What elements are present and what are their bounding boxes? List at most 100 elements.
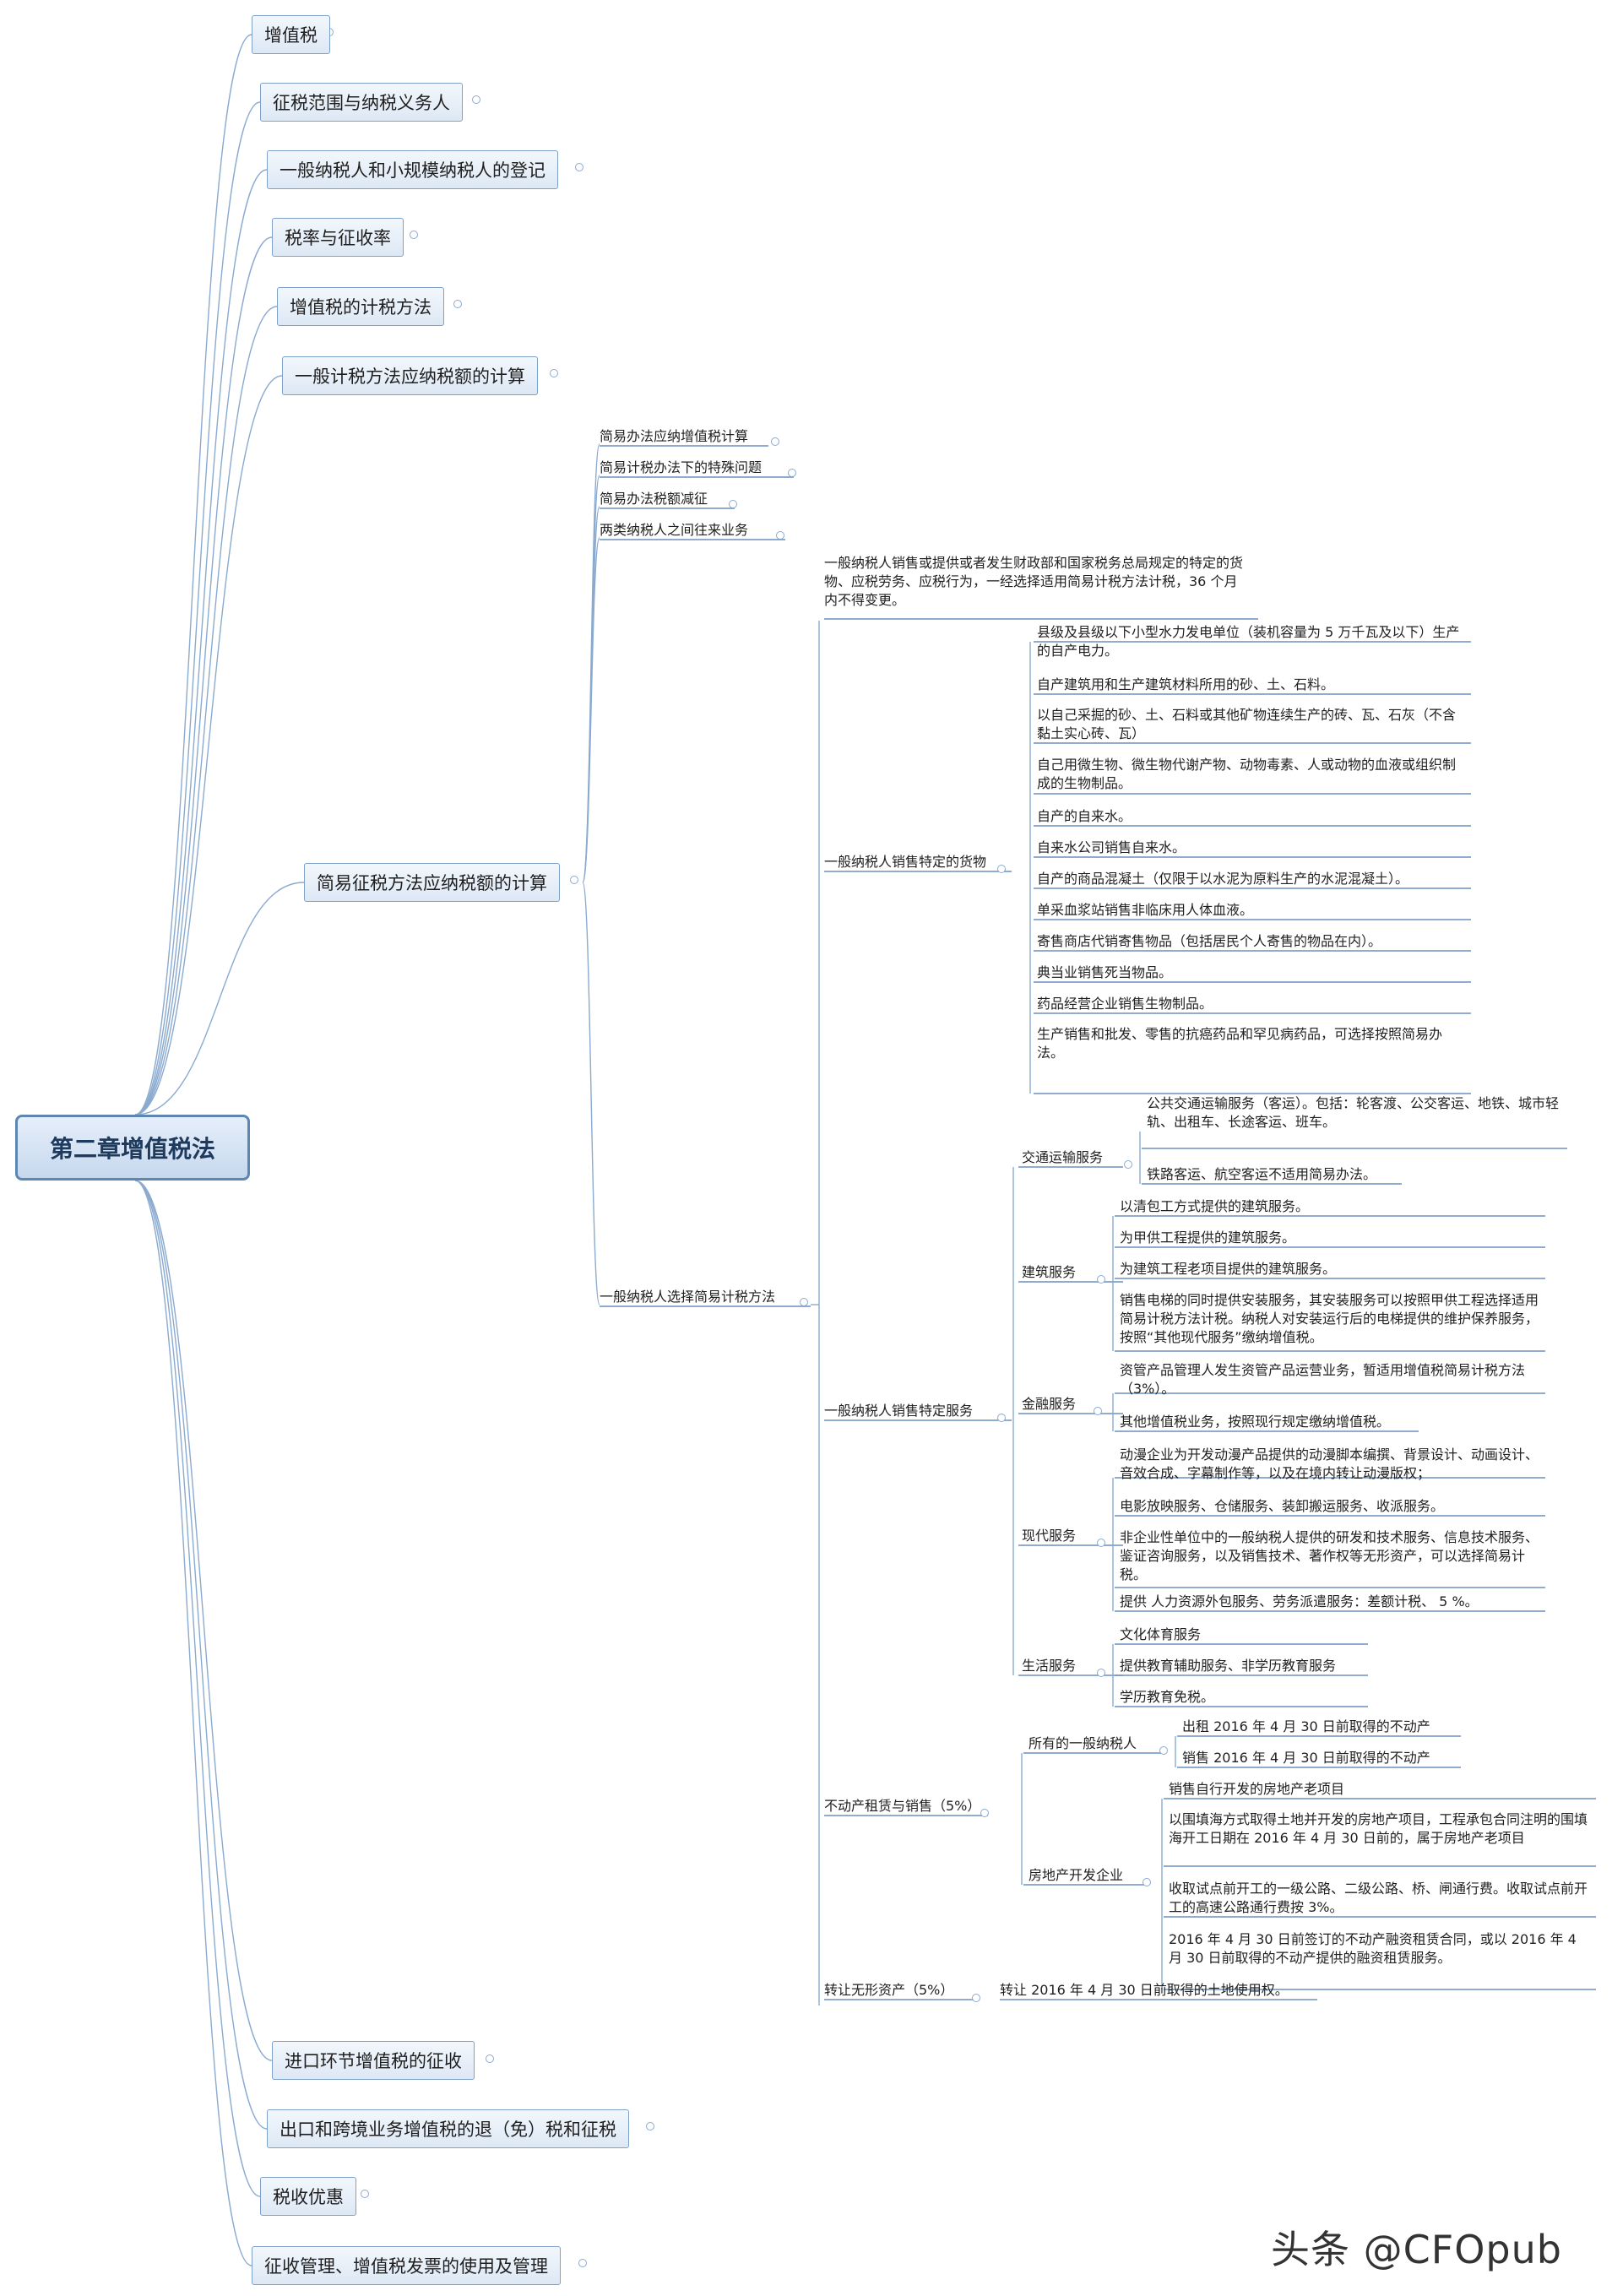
goods-item: 药品经营企业销售生物制品。	[1037, 996, 1213, 1012]
sub-special-issues[interactable]: 简易计税办法下的特殊问题	[600, 459, 763, 475]
root-link	[134, 34, 252, 1115]
collapse-toggle-icon	[1094, 1407, 1102, 1415]
service-item: 文化体育服务	[1120, 1626, 1202, 1642]
branch-intangible[interactable]: 转让无形资产（5%）	[824, 1982, 954, 1998]
topic-scope-taxpayer[interactable]: 征税范围与纳税义务人	[260, 83, 463, 122]
topic-registration[interactable]: 一般纳税人和小规模纳税人的登记	[267, 150, 558, 189]
l2-link	[582, 882, 600, 1305]
goods-item: 典当业销售死当物品。	[1037, 964, 1173, 980]
realestate-item: 收取试点前开工的一级公路、二级公路、桥、闸通行费。收取试点前开工的高速公路通行费…	[1169, 1881, 1588, 1915]
root-link	[134, 1180, 252, 2266]
service-item: 电影放映服务、仓储服务、装卸搬运服务、收派服务。	[1120, 1498, 1445, 1514]
collapse-toggle-icon	[486, 2054, 494, 2063]
realestate-group-all[interactable]: 所有的一般纳税人	[1029, 1735, 1137, 1751]
root-link	[134, 882, 305, 1115]
root-link	[134, 1180, 273, 2061]
collapse-toggle-icon	[550, 369, 558, 377]
collapse-toggle-icon	[1143, 1878, 1151, 1886]
realestate-item: 以围填海方式取得土地并开发的房地产项目，工程承包合同注明的围填海开工日期在 20…	[1169, 1811, 1588, 1846]
collapse-toggle-icon	[997, 1414, 1006, 1422]
service-item: 其他增值税业务，按照现行规定缴纳增值税。	[1120, 1414, 1391, 1430]
sub-two-taxpayers[interactable]: 两类纳税人之间往来业务	[600, 522, 749, 538]
sub-simple-calc[interactable]: 简易办法应纳增值税计算	[600, 428, 749, 444]
l2-link	[582, 537, 600, 883]
collapse-toggle-icon	[453, 300, 462, 308]
collapse-toggle-icon	[776, 531, 784, 540]
goods-item: 生产销售和批发、零售的抗癌药品和罕见病药品，可选择按照简易办法。	[1037, 1026, 1443, 1061]
service-item: 资管产品管理人发生资管产品运营业务，暂适用增值税简易计税方法（3%）。	[1120, 1362, 1526, 1397]
collapse-toggle-icon	[1097, 1275, 1105, 1284]
realestate-group-developer[interactable]: 房地产开发企业	[1029, 1867, 1124, 1883]
branch-realestate[interactable]: 不动产租赁与销售（5%）	[824, 1798, 981, 1814]
collapse-toggle-icon	[472, 95, 480, 104]
service-item: 销售电梯的同时提供安装服务，其安装服务可以按照甲供工程选择适用简易计税方法计税。…	[1120, 1292, 1539, 1345]
collapse-toggle-icon	[972, 1994, 980, 2002]
goods-item: 自来水公司销售自来水。	[1037, 839, 1186, 855]
realestate-item: 2016 年 4 月 30 日前签订的不动产融资租赁合同，或以 2016 年 4…	[1169, 1931, 1577, 1966]
service-item: 提供教育辅助服务、非学历教育服务	[1120, 1658, 1337, 1674]
goods-item: 自产建筑用和生产建筑材料所用的砂、土、石料。	[1037, 676, 1335, 692]
collapse-toggle-icon	[1124, 1160, 1132, 1169]
topic-tax-method[interactable]: 增值税的计税方法	[277, 287, 444, 326]
goods-item: 自产的商品混凝土（仅限于以水泥为原料生产的水泥混凝土）。	[1037, 871, 1409, 887]
root-link	[134, 236, 273, 1115]
topic-import[interactable]: 进口环节增值税的征收	[272, 2041, 475, 2080]
collapse-toggle-icon	[575, 163, 583, 171]
collapse-toggle-icon	[570, 876, 578, 884]
collapse-toggle-icon	[1159, 1746, 1168, 1755]
goods-item: 自己用微生物、微生物代谢产物、动物毒素、人或动物的血液或组织制成的生物制品。	[1037, 757, 1457, 791]
service-item: 学历教育免税。	[1120, 1689, 1215, 1705]
root-topic[interactable]: 第二章增值税法	[15, 1115, 250, 1181]
sub-general-choose-simple[interactable]: 一般纳税人选择简易计税方法	[600, 1289, 776, 1305]
topic-tax-incentives[interactable]: 税收优惠	[260, 2177, 356, 2216]
root-link	[134, 1180, 268, 2130]
branch-goods[interactable]: 一般纳税人销售特定的货物	[824, 854, 987, 870]
topic-administration[interactable]: 征收管理、增值税发票的使用及管理	[252, 2246, 561, 2285]
topic-vat[interactable]: 增值税	[252, 15, 330, 54]
goods-item: 寄售商店代销寄售物品（包括居民个人寄售的物品在内）。	[1037, 933, 1382, 949]
sub-reduction[interactable]: 简易办法税额减征	[600, 491, 708, 507]
realestate-item: 销售 2016 年 4 月 30 日前取得的不动产	[1182, 1750, 1430, 1766]
collapse-toggle-icon	[788, 469, 796, 477]
collapse-toggle-icon	[410, 231, 418, 239]
collapse-toggle-icon	[800, 1298, 808, 1306]
topic-simple-method[interactable]: 简易征税方法应纳税额的计算	[304, 863, 560, 902]
topic-export[interactable]: 出口和跨境业务增值税的退（免）税和征税	[267, 2109, 629, 2148]
realestate-item: 出租 2016 年 4 月 30 日前取得的不动产	[1182, 1718, 1430, 1734]
intro-note: 一般纳税人销售或提供或者发生财政部和国家税务总局规定的特定的货物、应税劳务、应税…	[824, 555, 1244, 608]
topic-general-method[interactable]: 一般计税方法应纳税额的计算	[282, 356, 538, 395]
goods-item: 县级及县级以下小型水力发电单位（装机容量为 5 万千瓦及以下）生产的自产电力。	[1037, 624, 1460, 659]
service-group-modern[interactable]: 现代服务	[1022, 1528, 1077, 1544]
root-link	[134, 375, 283, 1115]
root-link	[134, 306, 278, 1115]
collapse-toggle-icon	[1097, 1539, 1105, 1547]
collapse-toggle-icon	[1097, 1669, 1105, 1677]
service-group-construction[interactable]: 建筑服务	[1022, 1264, 1077, 1280]
service-item: 非企业性单位中的一般纳税人提供的研发和技术服务、信息技术服务、鉴证咨询服务，以及…	[1120, 1529, 1539, 1582]
service-group-life[interactable]: 生活服务	[1022, 1658, 1077, 1674]
intangible-item: 转让 2016 年 4 月 30 日前取得的土地使用权。	[1000, 1982, 1289, 1998]
goods-item: 以自己采掘的砂、土、石料或其他矿物连续生产的砖、瓦、石灰（不含黏土实心砖、瓦）	[1037, 707, 1457, 741]
watermark: 头条 @CFOpub	[1271, 2227, 1562, 2272]
collapse-toggle-icon	[729, 500, 737, 508]
collapse-toggle-icon	[578, 2259, 587, 2267]
service-item: 以清包工方式提供的建筑服务。	[1120, 1198, 1310, 1214]
service-item: 为建筑工程老项目提供的建筑服务。	[1120, 1261, 1337, 1277]
service-group-transport[interactable]: 交通运输服务	[1022, 1149, 1104, 1165]
service-item: 铁路客运、航空客运不适用简易办法。	[1147, 1166, 1377, 1182]
collapse-toggle-icon	[997, 865, 1006, 873]
branch-services[interactable]: 一般纳税人销售特定服务	[824, 1403, 974, 1419]
root-link	[134, 1180, 261, 2197]
service-item: 公共交通运输服务（客运）。包括：轮客渡、公交客运、地铁、城市轻轨、出租车、长途客…	[1147, 1095, 1560, 1130]
collapse-toggle-icon	[771, 437, 779, 446]
realestate-item: 销售自行开发的房地产老项目	[1169, 1781, 1345, 1797]
goods-item: 单采血浆站销售非临床用人体血液。	[1037, 902, 1254, 918]
service-group-finance[interactable]: 金融服务	[1022, 1396, 1077, 1412]
service-item: 提供 人力资源外包服务、劳务派遣服务：差额计税、 5 %。	[1120, 1593, 1479, 1609]
collapse-toggle-icon	[980, 1809, 989, 1817]
root-link	[134, 101, 261, 1115]
collapse-toggle-icon	[646, 2122, 654, 2130]
goods-item: 自产的自来水。	[1037, 808, 1132, 824]
topic-tax-rate[interactable]: 税率与征收率	[272, 218, 404, 257]
